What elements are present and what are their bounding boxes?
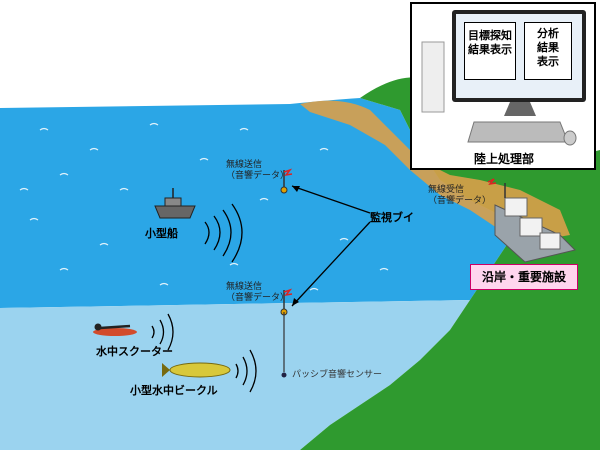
panel-line: 表示 [537,55,559,68]
buoy-surface-1 [280,168,293,194]
pointer-buoy-2 [291,221,371,307]
wireless-tx-label-2: 無線送信 （音響データ） [226,282,289,304]
wireless-tx-sub: （音響データ） [226,171,290,181]
boat-sound-waves [204,203,243,263]
sea-surface [0,98,510,308]
wireless-tx-sub: （音響データ） [226,293,290,303]
land-mass [300,77,600,451]
receive-signal-icon [487,178,497,186]
land-processing-callout: 目標探知 結果表示 分析 結果 表示 陸上処理部 [410,2,596,170]
wave-marks [19,122,389,291]
auv-icon [162,362,231,378]
passive-sensor-label: パッシブ音響センサー [292,370,383,380]
beach [300,100,570,240]
wireless-tx-text: 無線送信 [226,160,263,170]
panel-line: 結果 [537,41,559,54]
buoy-surface-2 [280,288,293,378]
underwater-scooter-label: 水中スクーター [96,345,173,358]
panel-line: 目標探知 [468,29,512,42]
scooter-sound-waves [151,313,174,351]
wireless-tx-text: 無線送信 [226,282,263,292]
wireless-rx-sub: （音響データ） [428,196,492,206]
sea-deep [0,300,470,450]
land-processing-label: 陸上処理部 [474,152,535,166]
panel-line: 結果表示 [468,43,512,56]
wireless-rx-label: 無線受信 （音響データ） [428,185,491,207]
pointer-buoy-1 [291,185,371,214]
diver-scooter-icon [93,323,137,336]
wireless-rx-text: 無線受信 [428,185,465,195]
small-boat-label: 小型船 [145,227,178,240]
coastal-facility-structure [494,183,576,263]
auv-sound-waves [235,349,257,393]
monitoring-buoy-label: 監視ブイ [370,211,414,224]
small-boat-icon [154,188,196,219]
detection-results-panel: 目標探知 結果表示 [464,22,516,80]
coastal-facility-label: 沿岸・重要施設 [470,264,578,290]
small-auv-label: 小型水中ビークル [130,384,218,397]
panel-line: 分析 [537,27,559,40]
wireless-tx-label-1: 無線送信 （音響データ） [226,160,289,182]
analysis-results-panel: 分析 結果 表示 [524,22,572,80]
